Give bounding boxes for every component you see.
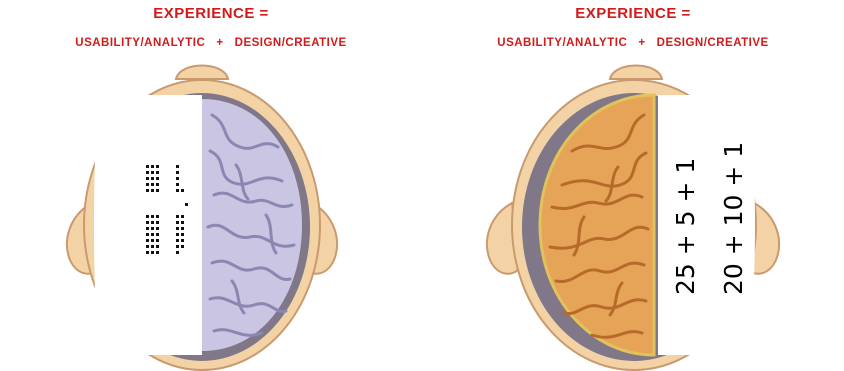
right-subline: USABILITY/ANALYTIC + DESIGN/CREATIVE: [422, 37, 844, 49]
nose: [610, 66, 662, 80]
right-head-illustration: 25 + 5 + 1 20 + 10 + 1: [422, 55, 844, 371]
nose: [176, 66, 228, 80]
left-headline: EXPERIENCE =: [0, 5, 422, 22]
right-headline: EXPERIENCE =: [422, 5, 844, 22]
left-hemisphere-blank: [94, 95, 202, 355]
left-subline: USABILITY/ANALYTIC + DESIGN/CREATIVE: [0, 37, 422, 49]
equation-1: 25 + 5 + 1: [671, 158, 700, 295]
equation-2: 20 + 10 + 1: [719, 142, 748, 295]
right-panel: EXPERIENCE = USABILITY/ANALYTIC + DESIGN…: [422, 0, 844, 371]
left-panel: EXPERIENCE = USABILITY/ANALYTIC + DESIGN…: [0, 0, 422, 371]
left-head-illustration: [0, 55, 422, 371]
